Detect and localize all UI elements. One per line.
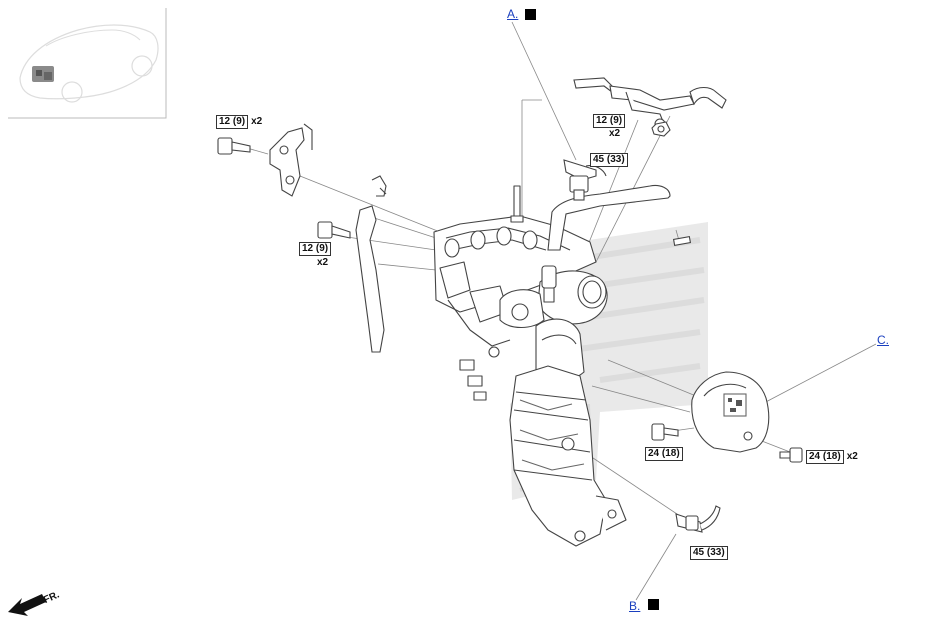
upper-oxygen-sensor — [563, 159, 607, 201]
bolt-icon — [651, 423, 803, 463]
quantity-label: x2 — [251, 116, 263, 127]
lower-oxygen-sensor — [675, 505, 721, 533]
callout-c-link[interactable]: C. — [877, 333, 889, 347]
nut-icon — [651, 121, 671, 137]
torque-value: 45 (33) — [690, 546, 728, 560]
torque-label-top-sensor: 45 (33) — [590, 153, 628, 167]
black-square-marker-icon — [525, 9, 536, 20]
quantity-label: x2 — [317, 257, 329, 268]
turbo-coolant-pipe-bracket — [547, 77, 727, 251]
torque-label-left-mid: 12 (9) — [299, 242, 332, 256]
torque-label-top-right: 12 (9) — [593, 114, 626, 128]
quantity-label: x2 — [609, 128, 621, 139]
callout-b-link[interactable]: B. — [629, 599, 641, 613]
torque-label-heat-shield-front: 24 (18) — [645, 447, 683, 461]
torque-value: 12 (9) — [216, 115, 249, 129]
torque-value: 12 (9) — [299, 242, 332, 256]
front-direction-arrow-icon — [8, 594, 46, 616]
torque-label-heat-shield-rear: 24 (18)x2 — [806, 450, 858, 464]
black-square-marker-icon — [648, 599, 659, 610]
heat-shield — [691, 371, 770, 453]
callout-a-link[interactable]: A. — [507, 7, 519, 21]
torque-label-bottom-sensor: 45 (33) — [690, 546, 728, 560]
bolt-icon — [217, 137, 351, 239]
torque-value: 45 (33) — [590, 153, 628, 167]
manifold-bracket — [269, 123, 387, 353]
torque-value: 12 (9) — [593, 114, 626, 128]
torque-value: 24 (18) — [645, 447, 683, 461]
torque-label-left-top: 12 (9)x2 — [216, 115, 262, 129]
torque-value: 24 (18) — [806, 450, 844, 464]
quantity-label: x2 — [846, 451, 858, 462]
vehicle-locator-icon — [8, 8, 167, 119]
